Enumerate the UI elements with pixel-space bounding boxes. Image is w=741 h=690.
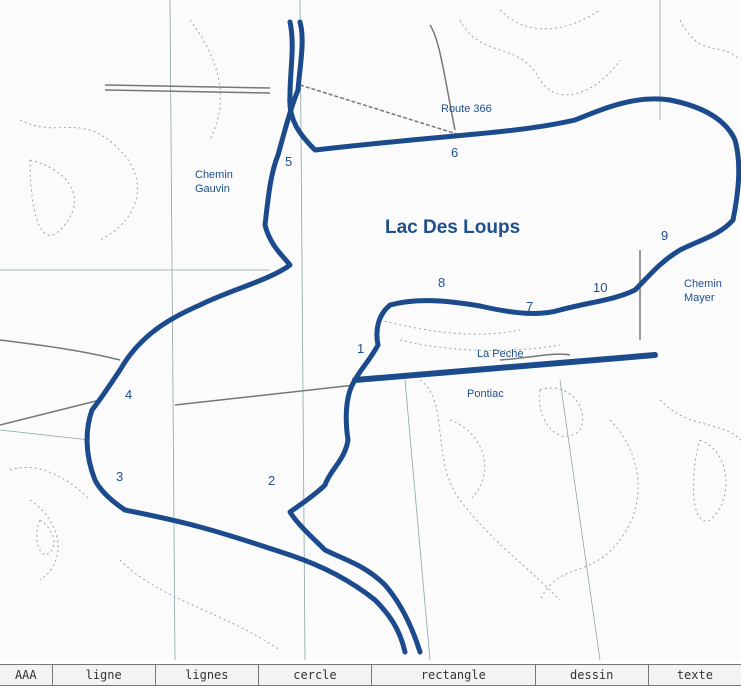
drawing-toolbar: AAA ligne lignes cercle rectangle dessin…: [0, 664, 741, 686]
point-3: 3: [116, 469, 123, 484]
contour-lines: [9, 9, 741, 651]
map-background: [0, 0, 741, 660]
point-2: 2: [268, 473, 275, 488]
label-route-366: Route 366: [441, 103, 492, 115]
label-chemin-gauvin-2: Gauvin: [195, 183, 230, 195]
lake-shoreline-west: [84, 19, 408, 655]
point-8: 8: [438, 275, 445, 290]
lake-name: Lac Des Loups: [385, 217, 520, 238]
label-chemin-mayer-1: Chemin: [684, 278, 722, 290]
point-7: 7: [526, 299, 533, 314]
point-9: 9: [661, 228, 668, 243]
tool-texte-button[interactable]: texte: [676, 668, 713, 682]
lake-shoreline: [287, 19, 741, 655]
tool-rectangle-button[interactable]: rectangle: [372, 665, 536, 685]
point-5: 5: [285, 154, 292, 169]
point-10: 10: [593, 280, 607, 295]
tool-aaa-button[interactable]: AAA: [0, 665, 53, 685]
label-pontiac: Pontiac: [467, 388, 504, 400]
lake-map: Lac Des Loups Route 366 Chemin Gauvin Ch…: [0, 0, 741, 660]
tool-ligne-button[interactable]: ligne: [53, 665, 156, 685]
grey-roads: [0, 24, 641, 426]
point-1: 1: [357, 341, 364, 356]
tool-lignes-button[interactable]: lignes: [156, 665, 259, 685]
tool-dessin-button[interactable]: dessin: [536, 665, 649, 685]
label-chemin-gauvin-1: Chemin: [195, 169, 233, 181]
topo-grid: [0, 0, 661, 660]
boundary-road: [352, 352, 658, 383]
label-chemin-mayer-2: Mayer: [684, 292, 715, 304]
point-6: 6: [451, 145, 458, 160]
label-la-peche: La Peche: [477, 348, 523, 360]
point-4: 4: [125, 387, 132, 402]
tool-cercle-button[interactable]: cercle: [259, 665, 372, 685]
